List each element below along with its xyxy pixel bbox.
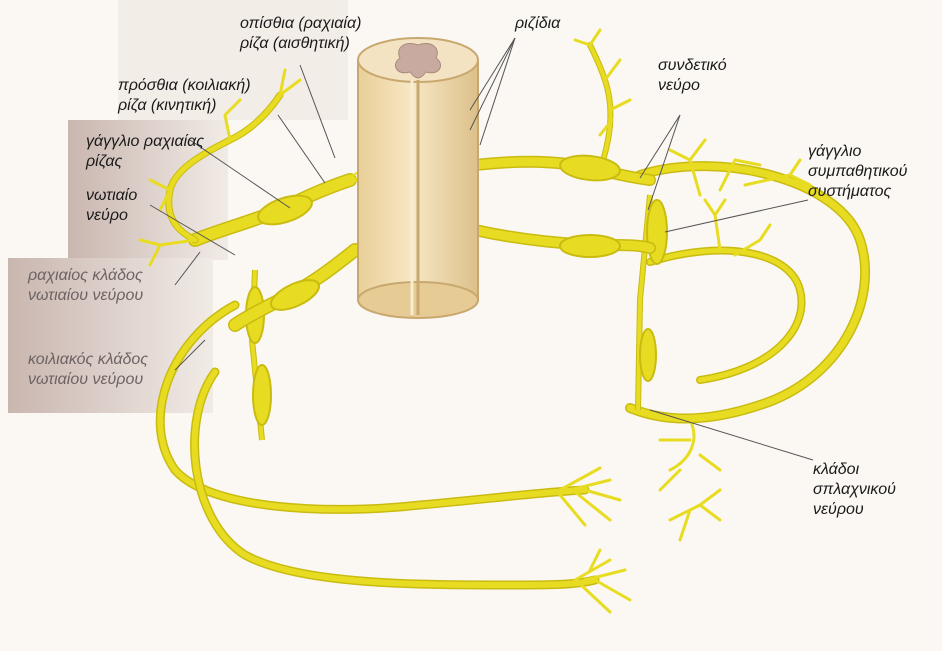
label-line: νεύρο [86, 206, 137, 226]
label-line: συμπαθητικού [808, 162, 907, 182]
sympathetic-chain [638, 195, 667, 410]
label-line: νωτιαίου νεύρου [28, 286, 143, 306]
label-line: ρίζας [86, 152, 204, 172]
label-line: νωτιαίου νεύρου [28, 370, 148, 390]
dorsal-ganglion-label: γάγγλιο ραχιαίας ρίζας [86, 132, 204, 172]
label-line: κλάδοι [813, 460, 896, 480]
posterior-root-label: οπίσθια (ραχιαία) ρίζα (αισθητική) [240, 14, 361, 54]
sympathetic-ganglion-label: γάγγλιο συμπαθητικού συστήματος [808, 142, 907, 202]
label-line: γάγγλιο ραχιαίας [86, 132, 204, 152]
anterior-root-label: πρόσθια (κοιλιακή) ρίζα (κινητική) [118, 76, 251, 116]
label-line: πρόσθια (κοιλιακή) [118, 76, 251, 96]
label-line: νωτιαίο [86, 186, 137, 206]
ventral-branch-label: κοιλιακός κλάδος νωτιαίου νεύρου [28, 350, 148, 390]
rootlets-label: ριζίδια [515, 14, 560, 34]
label-line: κοιλιακός κλάδος [28, 350, 148, 370]
label-line: ριζίδια [515, 14, 560, 34]
grey-matter [395, 43, 440, 78]
label-line: νεύρο [658, 76, 727, 96]
left-chain [246, 270, 271, 440]
label-line: ρίζα (κινητική) [118, 96, 251, 116]
spinal-cord [358, 38, 478, 318]
label-line: ρίζα (αισθητική) [240, 34, 361, 54]
dorsal-branch-label: ραχιαίος κλάδος νωτιαίου νεύρου [28, 266, 143, 306]
splanchnic-branches-label: κλάδοι σπλαχνικού νεύρου [813, 460, 896, 520]
label-line: νεύρου [813, 500, 896, 520]
label-line: οπίσθια (ραχιαία) [240, 14, 361, 34]
lower-nerve-pair [160, 305, 630, 612]
label-line: γάγγλιο [808, 142, 907, 162]
dorsal-root-ganglion [255, 190, 316, 230]
spinal-nerve-label: νωτιαίο νεύρο [86, 186, 137, 226]
label-line: ραχιαίος κλάδος [28, 266, 143, 286]
connecting-nerve-label: συνδετικό νεύρο [658, 56, 727, 96]
label-line: σπλαχνικού [813, 480, 896, 500]
label-line: συστήματος [808, 182, 907, 202]
sympathetic-ganglion-shape [647, 200, 667, 264]
label-line: συνδετικό [658, 56, 727, 76]
